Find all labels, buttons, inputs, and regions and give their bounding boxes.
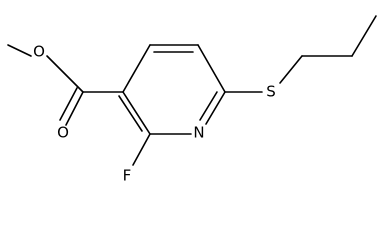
molecule-drawing: O O N S F <box>7 15 377 185</box>
bond-carbonyl-c-o-double-b <box>59 87 78 121</box>
bond-c2-c3-inner <box>118 95 143 132</box>
bond-o-carbonyl-c <box>46 55 84 93</box>
bond-methyl-o <box>7 44 32 57</box>
bond-c5-c6 <box>197 44 226 93</box>
structure-diagram: O O N S F <box>7 15 377 185</box>
bond-c6-n-inner <box>199 91 218 121</box>
atom-label-carbonyl-oxygen: O <box>57 124 69 142</box>
bond-c2-c3 <box>122 91 151 135</box>
bond-carbonyl-c-o-double-a <box>65 91 84 126</box>
atom-label-ester-oxygen: O <box>33 43 45 61</box>
bond-s-ch2 <box>279 55 303 84</box>
atom-label-ring-nitrogen: N <box>193 124 204 142</box>
bond-c3-c4 <box>122 44 151 93</box>
atom-label-sulfur: S <box>266 83 276 101</box>
bond-ch2-ch3 <box>351 15 377 57</box>
bond-c6-n <box>205 91 226 125</box>
bond-c2-f <box>132 133 151 166</box>
atom-label-fluorine: F <box>123 167 132 185</box>
